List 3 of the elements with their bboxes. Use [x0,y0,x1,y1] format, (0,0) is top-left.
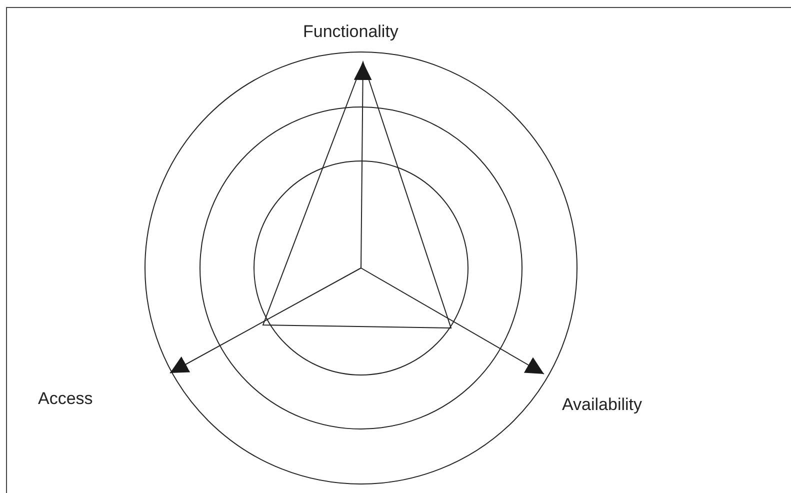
axis-label: Availability [562,394,642,416]
axis-label: Functionality [303,21,398,43]
axis-label: Access [38,388,93,410]
